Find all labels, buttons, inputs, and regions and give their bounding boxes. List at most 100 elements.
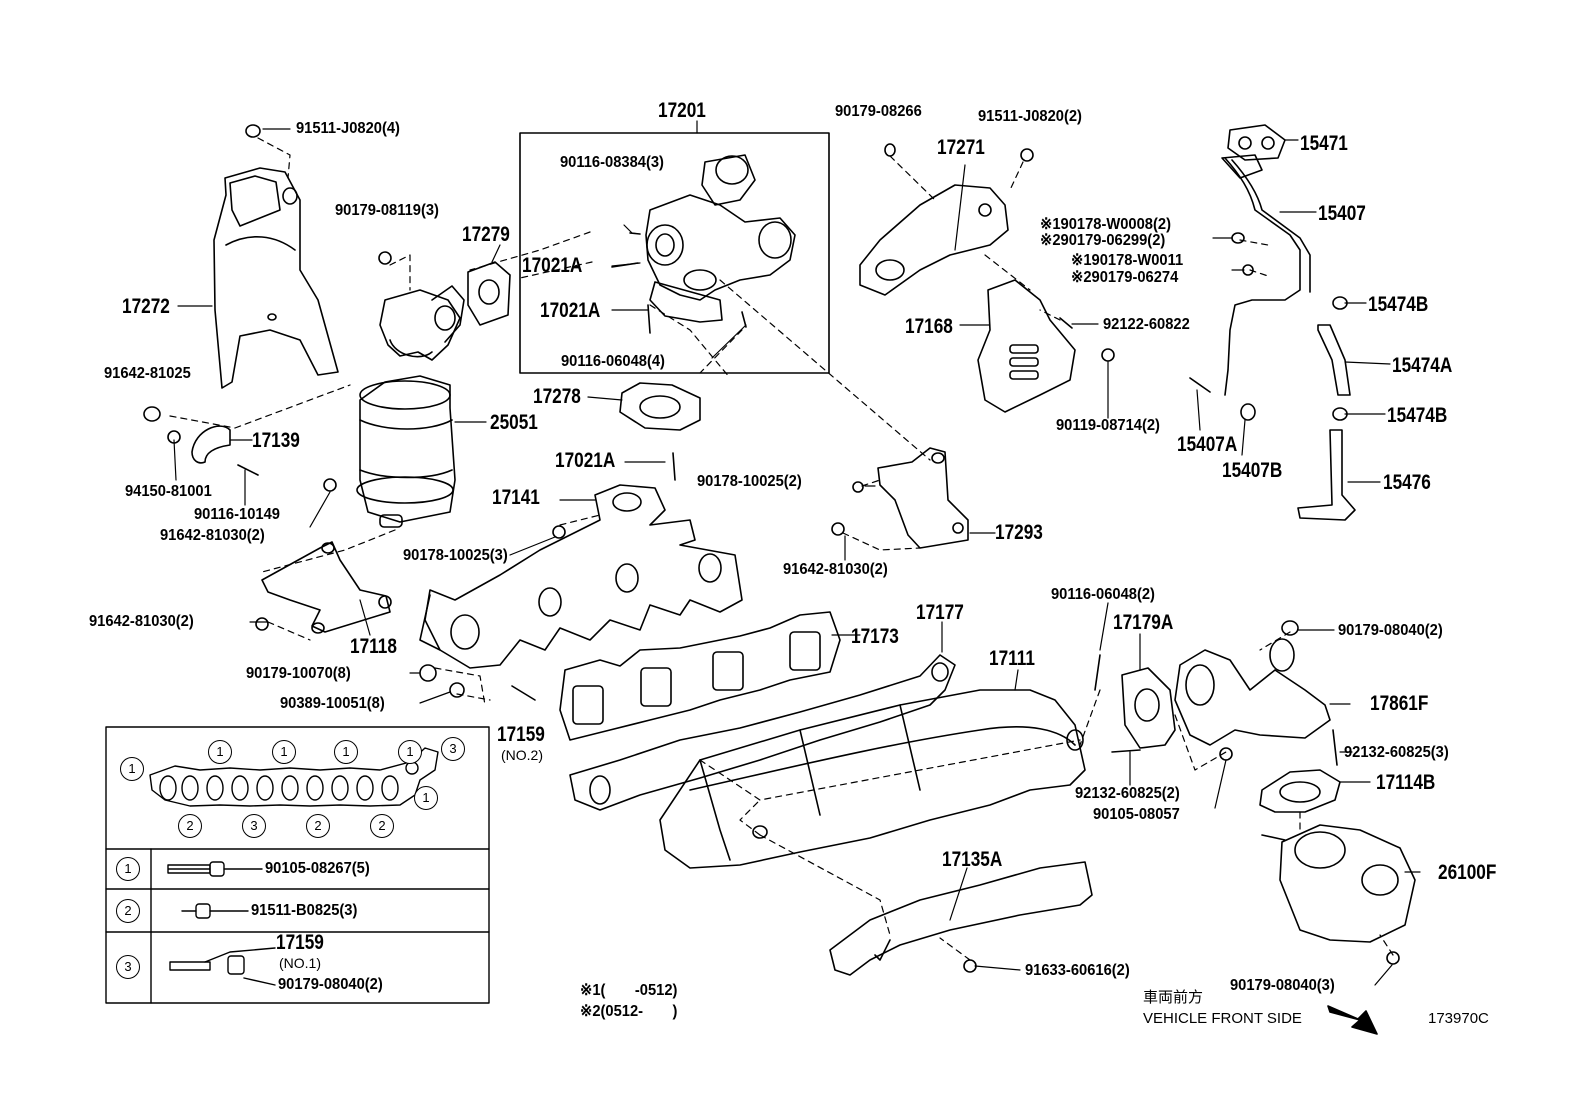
part-label-15474B-b: 15474B xyxy=(1387,404,1448,427)
diagram-code: 173970C xyxy=(1428,1010,1489,1027)
part-label-15471: 15471 xyxy=(1300,132,1348,155)
part-label-91633-60616: 91633-60616(2) xyxy=(1025,962,1130,979)
part-label-190178-W0008: ※190178-W0008(2) xyxy=(1040,216,1171,233)
part-label-90178-10025-2: 90178-10025(2) xyxy=(697,473,802,490)
legend-circle-1: 1 xyxy=(398,740,422,764)
exhaust-manifold-17141-shape xyxy=(425,485,742,668)
turbo-group-box xyxy=(520,133,829,373)
part-label-15476: 15476 xyxy=(1383,471,1431,494)
legend-circle-2: 2 xyxy=(370,814,394,838)
part-label-15407: 15407 xyxy=(1318,202,1366,225)
hose-15474A-shape xyxy=(1318,325,1350,395)
part-label-90179-08119: 90179-08119(3) xyxy=(335,202,439,219)
part-label-17271: 17271 xyxy=(937,136,985,159)
part-label-290179-06274: ※290179-06274 xyxy=(1071,269,1179,286)
part-label-17159-no2: (NO.2) xyxy=(501,747,543,763)
gasket-17279-shape xyxy=(468,262,510,325)
part-label-25051: 25051 xyxy=(490,411,538,434)
arrow-down-right-icon xyxy=(1328,1006,1377,1034)
insulator-17135A-shape xyxy=(830,862,1092,975)
part-label-17201: 17201 xyxy=(658,99,706,122)
vehicle-front-en: VEHICLE FRONT SIDE xyxy=(1143,1010,1302,1027)
part-label-90116-08384: 90116-08384(3) xyxy=(560,154,664,171)
part-label-91511-J0820-4: 91511-J0820(4) xyxy=(296,120,400,137)
part-label-91642-81025: 91642-81025 xyxy=(104,365,191,382)
bracket-17118-shape xyxy=(262,542,390,632)
part-label-90178-10025-3: 90178-10025(3) xyxy=(403,547,508,564)
legend-circle-1: 1 xyxy=(334,740,358,764)
gasket-17114B-shape xyxy=(1260,770,1340,812)
heat-insulator-17272-shape xyxy=(214,168,338,388)
vehicle-front-jp: 車両前方 xyxy=(1143,989,1204,1006)
throttle-body-26100F-shape xyxy=(1280,825,1415,942)
bracket-17293-shape xyxy=(878,448,968,548)
footnote-1: ※1( -0512) xyxy=(580,982,678,999)
hose-17139-shape xyxy=(192,426,230,463)
gasket-17278-shape xyxy=(620,383,700,430)
part-label-17111: 17111 xyxy=(989,647,1035,670)
part-label-90179-10070: 90179-10070(8) xyxy=(246,665,351,682)
part-label-91642-81030-c: 91642-81030(2) xyxy=(783,561,888,578)
oil-pipe-15407-shape xyxy=(1225,158,1300,395)
part-label-17861F: 17861F xyxy=(1370,692,1429,715)
part-label-90116-10149: 90116-10149 xyxy=(194,506,280,523)
part-label-15474B-a: 15474B xyxy=(1368,293,1429,316)
legend-circle-3: 3 xyxy=(441,737,465,761)
exhaust-gasket-17173-shape xyxy=(560,612,840,740)
legend-row-3-part-b: 90179-08040(2) xyxy=(278,976,383,993)
part-label-91511-J0820-2: 91511-J0820(2) xyxy=(978,108,1082,125)
part-label-17278: 17278 xyxy=(533,385,581,408)
gasket-15471-shape xyxy=(1228,125,1285,160)
fasteners xyxy=(144,125,1399,972)
legend-row-1-part: 90105-08267(5) xyxy=(265,860,370,877)
part-label-26100F: 26100F xyxy=(1438,861,1497,884)
part-label-17179A: 17179A xyxy=(1113,611,1174,634)
part-label-92122-60822: 92122-60822 xyxy=(1103,316,1190,333)
part-label-17118: 17118 xyxy=(350,635,397,658)
part-label-90105-08057: 90105-08057 xyxy=(1093,806,1180,823)
hose-15476-shape xyxy=(1298,430,1355,520)
legend-row-1-key: 1 xyxy=(116,857,140,881)
legend-circle-1: 1 xyxy=(272,740,296,764)
legend-table xyxy=(106,727,489,1003)
legend-row-3-part-a-sub: (NO.1) xyxy=(279,955,321,971)
part-label-92132-60825-2: 92132-60825(2) xyxy=(1075,785,1180,802)
legend-circle-1: 1 xyxy=(414,786,438,810)
legend-circle-3: 3 xyxy=(242,814,266,838)
part-label-15407B: 15407B xyxy=(1222,459,1283,482)
legend-row-3-key: 3 xyxy=(116,955,140,979)
part-label-17159: 17159 xyxy=(497,723,545,746)
part-label-17279: 17279 xyxy=(462,223,510,246)
part-label-17114B: 17114B xyxy=(1376,771,1436,794)
gasket-17179A-shape xyxy=(1122,668,1175,748)
part-label-15407A: 15407A xyxy=(1177,433,1238,456)
legend-circle-1: 1 xyxy=(208,740,232,764)
part-label-17293: 17293 xyxy=(995,521,1043,544)
part-label-91642-81030-a: 91642-81030(2) xyxy=(160,527,265,544)
part-label-90116-06048-2: 90116-06048(2) xyxy=(1051,586,1155,603)
part-label-90179-08040-3: 90179-08040(3) xyxy=(1230,977,1335,994)
turbocharger-shape xyxy=(646,195,795,300)
part-label-17021A-b: 17021A xyxy=(540,299,601,322)
legend-circle-2: 2 xyxy=(306,814,330,838)
part-label-91642-81030-b: 91642-81030(2) xyxy=(89,613,194,630)
part-label-17135A: 17135A xyxy=(942,848,1003,871)
part-label-17021A-a: 17021A xyxy=(522,254,583,277)
legend-circle-1: 1 xyxy=(120,757,144,781)
leader-lines xyxy=(174,121,1420,985)
part-label-17173: 17173 xyxy=(851,625,899,648)
catalytic-converter-shape xyxy=(360,376,455,522)
dashed-assembly-lines xyxy=(170,138,1393,960)
part-label-94150-81001: 94150-81001 xyxy=(125,483,212,500)
part-label-90116-06048-4: 90116-06048(4) xyxy=(561,353,665,370)
part-label-17177: 17177 xyxy=(916,601,964,624)
part-label-190178-W0011: ※190178-W0011 xyxy=(1071,252,1184,269)
part-label-17021A-c: 17021A xyxy=(555,449,616,472)
part-label-17168: 17168 xyxy=(905,315,953,338)
part-label-92132-60825-3: 92132-60825(3) xyxy=(1344,744,1449,761)
part-label-15474A: 15474A xyxy=(1392,354,1453,377)
heat-insulator-17271-shape xyxy=(860,185,1008,295)
heat-insulator-17168-shape xyxy=(978,280,1075,412)
part-label-90119-08714: 90119-08714(2) xyxy=(1056,417,1160,434)
